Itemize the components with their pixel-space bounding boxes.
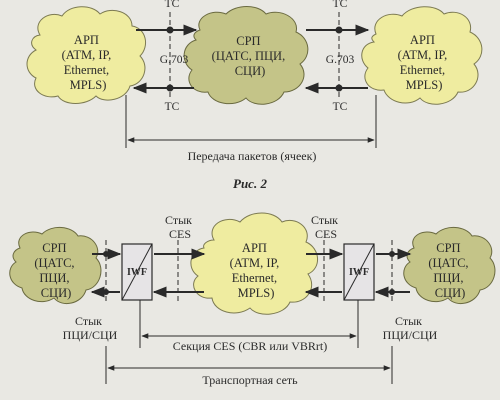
- tc-label-right-top: TC: [333, 0, 348, 10]
- cloud-srp-left-text: СРП (ЦАТС, ПЦИ, СЦИ): [34, 241, 77, 300]
- ces-section-label: Секция CES (CBR или VBRrt): [173, 339, 328, 353]
- cloud-arp-right: [361, 6, 483, 105]
- cloud-srp-right: [403, 227, 496, 305]
- cloud-arp-center-text: АРП (ATM, IP, Ethernet, MPLS): [230, 241, 283, 300]
- pci-node-right-bottom: [389, 289, 395, 295]
- figure-caption: Рис. 2: [233, 176, 267, 191]
- iwf-box-left-diagonal: [121, 243, 153, 301]
- ces-interface-label-right: Стык CES: [311, 213, 341, 241]
- tc-label-left-top: TC: [165, 0, 180, 10]
- cloud-arp-center: [190, 212, 318, 315]
- cloud-srp-center: [183, 6, 309, 105]
- pci-node-right-top: [389, 251, 395, 257]
- iwf-box-right-diagonal: [343, 243, 375, 301]
- ces-interface-label-left: Стык CES: [165, 213, 195, 241]
- cloud-arp-right-text: АРП (ATM, IP, Ethernet, MPLS): [398, 33, 451, 92]
- figure-2: СРП (ЦАТС, ПЦИ, СЦИ) АРП (ATM, IP, Ether…: [9, 212, 496, 387]
- cloud-srp-center-text: СРП (ЦАТС, ПЦИ, СЦИ): [212, 34, 289, 78]
- cloud-srp-left: [9, 227, 102, 305]
- transport-network-label: Транспортная сеть: [202, 373, 298, 387]
- cloud-srp-right-text: СРП (ЦАТС, ПЦИ, СЦИ): [428, 241, 471, 300]
- g703-label-left: G.703: [160, 54, 189, 66]
- tc-node-right-top: [335, 26, 343, 34]
- pci-node-left-top: [103, 251, 109, 257]
- pci-interface-label-right: Стык ПЦИ/СЦИ: [383, 314, 438, 342]
- tc-node-left-top: [166, 26, 174, 34]
- cloud-arp-left: [26, 6, 147, 104]
- tc-label-right-bottom: TC: [333, 101, 348, 113]
- tc-node-left-bottom: [166, 84, 174, 92]
- g703-label-right: G.703: [326, 54, 355, 66]
- iwf-label-left: IWF: [127, 267, 147, 278]
- packet-transfer-label: Передача пакетов (ячеек): [188, 149, 317, 163]
- iwf-label-right: IWF: [349, 267, 369, 278]
- pci-node-left-bottom: [103, 289, 109, 295]
- pci-interface-label-left: Стык ПЦИ/СЦИ: [63, 314, 118, 342]
- figure-1: АРП (ATM, IP, Ethernet, MPLS) СРП (ЦАТС,…: [26, 0, 483, 191]
- cloud-arp-left-text: АРП (ATM, IP, Ethernet, MPLS): [62, 33, 115, 92]
- tc-node-right-bottom: [335, 84, 343, 92]
- tc-label-left-bottom: TC: [165, 101, 180, 113]
